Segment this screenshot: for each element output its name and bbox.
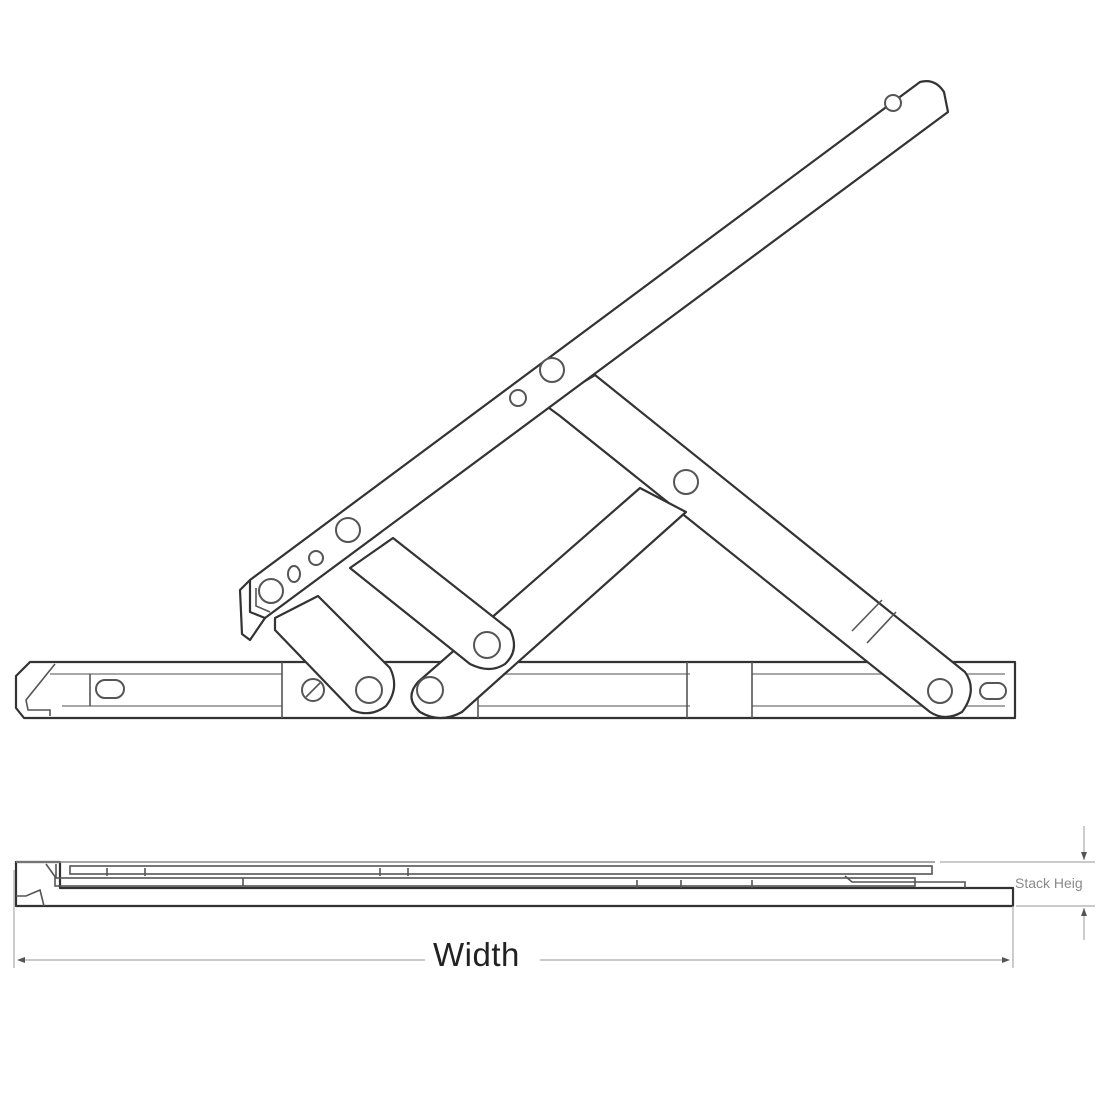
short-link-arm-1 xyxy=(273,594,396,715)
short-link-arm-2 xyxy=(348,536,516,671)
width-label: Width xyxy=(433,936,520,973)
arrow-right-icon xyxy=(1002,957,1010,963)
slot-left xyxy=(95,679,125,699)
arrow-down-icon xyxy=(1081,852,1087,860)
arrow-up-icon xyxy=(1081,908,1087,916)
open-hinge-view xyxy=(14,80,1017,720)
stack-height-dimension xyxy=(940,826,1095,940)
width-dimension xyxy=(13,870,1014,968)
long-stay-arm xyxy=(543,373,972,719)
closed-profile-view xyxy=(14,860,1015,908)
arrow-left-icon xyxy=(17,957,25,963)
base-track xyxy=(14,660,1017,720)
slot-right xyxy=(979,682,1007,700)
sash-arm xyxy=(238,80,950,642)
stack-height-label: Stack Heig xyxy=(1015,875,1083,891)
